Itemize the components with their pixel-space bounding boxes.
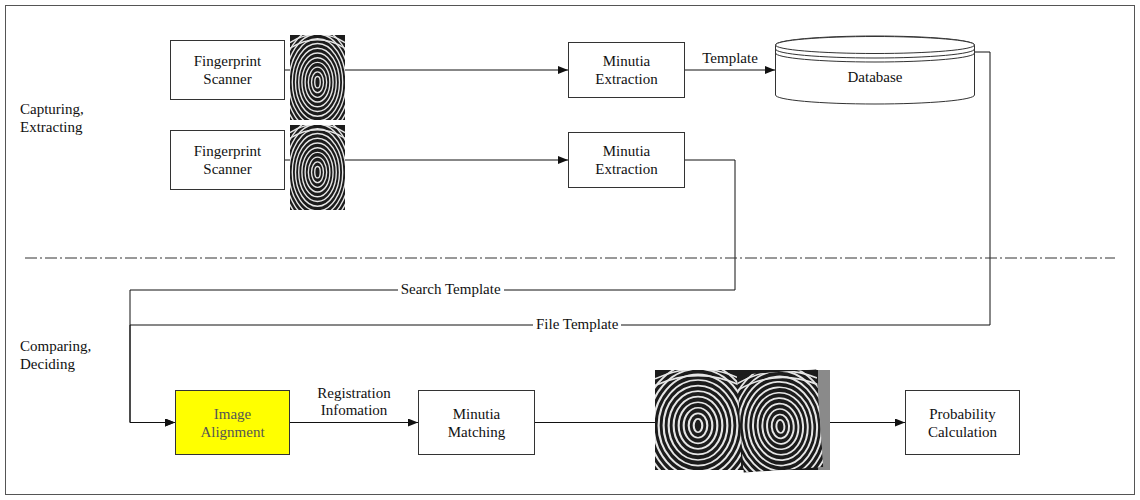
- fingerprint-image: [644, 363, 753, 487]
- connector-arrow: [130, 52, 990, 423]
- process-box: Fingerprint Scanner: [170, 40, 285, 100]
- fingerprint-image: [726, 362, 836, 491]
- section-label: Capturing, Extracting: [20, 100, 115, 136]
- fingerprint-image: [283, 119, 353, 225]
- connector-arrow: [130, 160, 735, 423]
- process-box: Probability Calculation: [905, 390, 1020, 455]
- database-cylinder: Database: [775, 36, 975, 104]
- node-text: Database: [848, 68, 903, 86]
- node-text: Fingerprint Scanner: [180, 52, 275, 88]
- node-text: Minutia Extraction: [579, 52, 674, 88]
- node-text: Minutia Extraction: [579, 142, 674, 178]
- node-text: Fingerprint Scanner: [180, 142, 275, 178]
- edge-label: Template: [699, 50, 761, 67]
- outer-frame: [6, 6, 1135, 495]
- cylinder-ring: [776, 49, 975, 58]
- fingerprint-image: [283, 29, 353, 135]
- cylinder-top: [776, 37, 975, 54]
- edge-label: Registration Infomation: [305, 385, 403, 420]
- process-box: Minutia Matching: [418, 390, 535, 455]
- connector-arrow: [685, 70, 775, 71]
- edge-label: File Template: [533, 316, 621, 333]
- process-box: Minutia Extraction: [568, 132, 685, 188]
- process-box: Minutia Extraction: [568, 42, 685, 98]
- cylinder-body: [776, 36, 975, 104]
- node-text: Minutia Matching: [429, 405, 524, 441]
- connector-arrow: [290, 422, 418, 423]
- highlight-box: Image Alignment: [175, 390, 290, 455]
- edge-label: Search Template: [398, 281, 504, 298]
- section-label: Comparing, Deciding: [20, 337, 115, 373]
- fingerprint-pair-image: [644, 362, 836, 491]
- node-text: Probability Calculation: [915, 405, 1010, 441]
- process-box: Fingerprint Scanner: [170, 130, 285, 190]
- section-separator: [25, 258, 1115, 259]
- cylinder-ring: [776, 53, 975, 62]
- node-text: Image Alignment: [185, 405, 280, 441]
